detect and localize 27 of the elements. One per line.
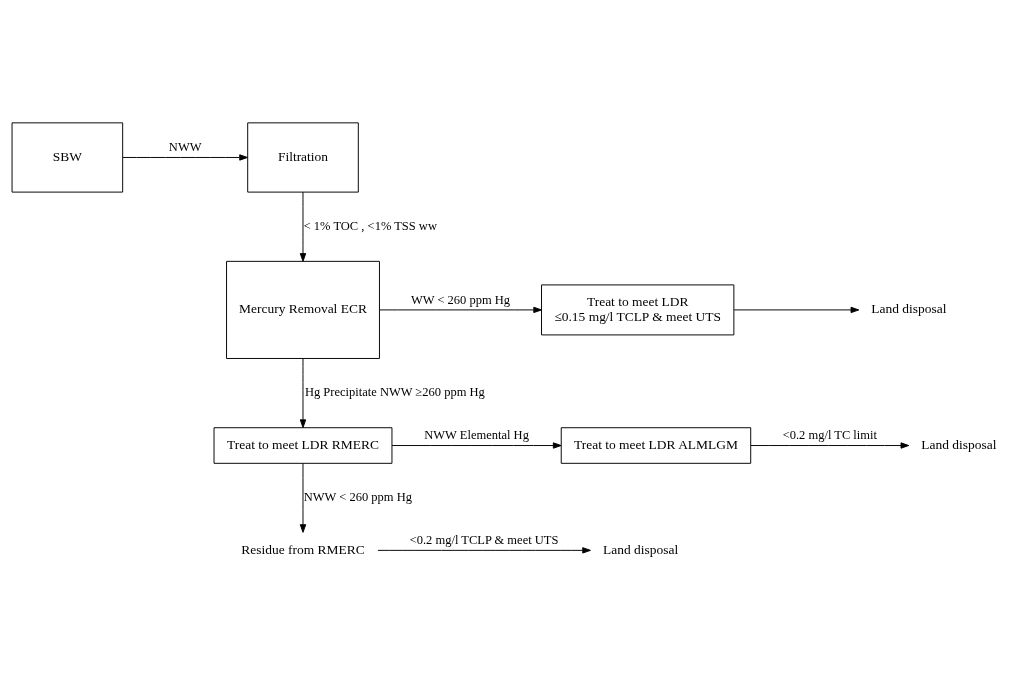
arrow	[750, 442, 910, 449]
arrow	[122, 154, 248, 161]
arrow	[377, 547, 591, 554]
node-text: Land disposal	[921, 437, 997, 453]
edge-label: NWW Elemental Hg	[424, 428, 529, 443]
arrow	[379, 306, 542, 314]
node-box: Mercury Removal ECR	[226, 260, 380, 359]
edge-label: < 1% TOC , <1% TSS ww	[303, 218, 437, 233]
arrow	[733, 306, 860, 314]
node-box: SBW	[11, 122, 124, 193]
arrow	[299, 463, 307, 533]
node-box: Treat to meet LDR ≤0.15 mg/l TCLP & meet UTS	[541, 284, 735, 336]
node-text: Land disposal	[603, 541, 679, 557]
node-box: Treat to meet LDR RMERC	[213, 427, 393, 464]
edge-label: <0.2 mg/l TCLP & meet UTS	[409, 533, 559, 548]
arrow	[299, 358, 307, 428]
edge-label: NWW < 260 ppm Hg	[303, 490, 412, 505]
node-text: Residue from RMERC	[241, 541, 365, 557]
edge-label: <0.2 mg/l TC limit	[782, 428, 877, 443]
edge-label: NWW	[168, 140, 202, 155]
node-box: Filtration	[247, 122, 359, 193]
node-box: Treat to meet LDR ALMLGM	[560, 427, 752, 464]
edge-label: WW < 260 ppm Hg	[410, 292, 511, 307]
node-text: Land disposal	[871, 301, 947, 317]
arrow	[299, 191, 307, 262]
arrow	[391, 442, 562, 449]
edge-label: Hg Precipitate NWW ≥260 ppm Hg	[304, 385, 485, 400]
